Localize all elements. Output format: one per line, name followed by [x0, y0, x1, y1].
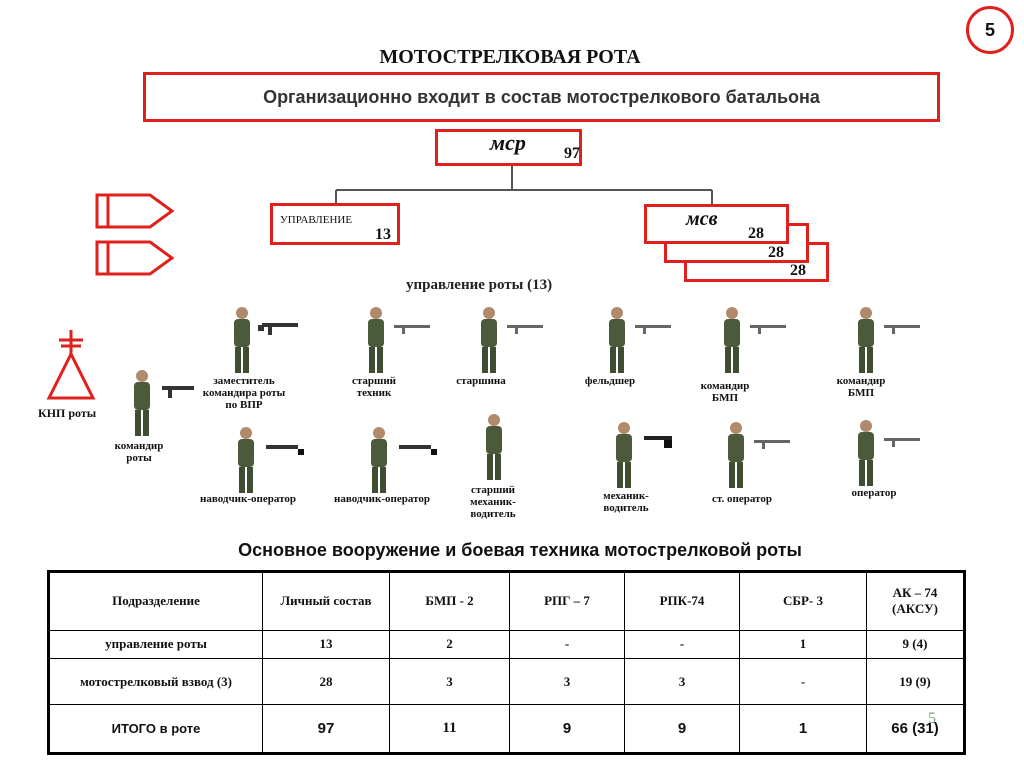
soldier-icon — [234, 307, 250, 373]
arrow-shape-2 — [97, 242, 172, 274]
table-total-row: ИТОГО в роте 97 11 9 9 1 66 (31) — [49, 705, 965, 754]
soldier-figure — [610, 420, 690, 495]
table-cell: - — [740, 658, 867, 705]
rifle-icon — [750, 325, 786, 334]
table-cell: 1 — [740, 705, 867, 754]
rifle-icon — [635, 325, 671, 334]
table-cell: 13 — [263, 630, 390, 658]
table-cell: 19 (9) — [867, 658, 965, 705]
table-cell: 2 — [390, 630, 510, 658]
platoon-label: мсв — [686, 208, 718, 231]
soldier-icon — [724, 307, 740, 373]
soldier-figure — [362, 305, 442, 380]
caption-driver: механик-водитель — [590, 490, 662, 514]
soldier-figure — [852, 418, 932, 493]
command-post-icon — [45, 330, 105, 405]
table-cell: управление роты — [49, 630, 263, 658]
rifle-icon — [394, 325, 430, 334]
soldier-icon — [486, 414, 502, 480]
header-cell: Личный состав — [263, 572, 390, 631]
rifle-icon — [258, 323, 298, 335]
caption-bmp-commander-2: командир БМП — [826, 375, 896, 399]
caption-senior-driver: старший механик-водитель — [455, 484, 531, 520]
soldier-figure — [475, 305, 555, 380]
soldier-figure — [480, 412, 540, 487]
caption-bmp-commander-1: командир БМП — [690, 380, 760, 404]
soldier-icon — [858, 307, 874, 373]
table-cell: 9 (4) — [867, 630, 965, 658]
soldier-icon — [371, 427, 387, 493]
table-cell: 3 — [625, 658, 740, 705]
caption-gunner-1: наводчик-оператор — [184, 493, 312, 505]
slide-number: 5 — [928, 710, 936, 728]
control-count: 13 — [375, 226, 391, 244]
table-cell: - — [510, 630, 625, 658]
table-cell: 1 — [740, 630, 867, 658]
caption-operator: оператор — [838, 487, 910, 499]
header-cell: БМП - 2 — [390, 572, 510, 631]
header-cell: АК – 74 (АКСУ) — [867, 572, 965, 631]
table-cell: 97 — [263, 705, 390, 754]
table-cell: мотострелковый взвод (3) — [49, 658, 263, 705]
platoon-count-3: 28 — [790, 262, 806, 280]
soldier-figure — [852, 305, 932, 380]
soldier-figure — [365, 425, 445, 500]
soldier-icon — [728, 422, 744, 488]
table-cell: 28 — [263, 658, 390, 705]
table-cell: 3 — [390, 658, 510, 705]
rifle-icon — [399, 445, 437, 455]
caption-senior-operator: ст. оператор — [704, 493, 780, 505]
soldier-figure — [228, 305, 308, 380]
arrow-shape-1 — [97, 195, 172, 227]
caption-deputy-commander: заместитель командира роты по ВПР — [196, 375, 292, 411]
soldier-figure — [718, 305, 798, 380]
soldier-icon — [616, 422, 632, 488]
header-cell: СБР- 3 — [740, 572, 867, 631]
table-header-row: Подразделение Личный состав БМП - 2 РПГ … — [49, 572, 965, 631]
rifle-icon — [507, 325, 543, 334]
caption-senior-technician: старший техник — [344, 375, 404, 399]
header-cell: Подразделение — [49, 572, 263, 631]
company-count: 97 — [564, 145, 580, 163]
soldier-icon — [238, 427, 254, 493]
table-cell: 3 — [510, 658, 625, 705]
header-cell: РПК-74 — [625, 572, 740, 631]
rifle-icon — [644, 436, 672, 448]
soldier-figure — [722, 420, 802, 495]
table-cell: 9 — [625, 705, 740, 754]
section-title: управление роты (13) — [406, 277, 552, 294]
table-cell: 11 — [390, 705, 510, 754]
soldier-figure — [232, 425, 312, 500]
control-label: УПРАВЛЕНИЕ — [280, 214, 352, 226]
rifle-icon — [884, 325, 920, 334]
soldier-icon — [481, 307, 497, 373]
rifle-icon — [266, 445, 304, 455]
rifle-icon — [754, 440, 790, 449]
table-cell: 66 (31) — [867, 705, 965, 754]
table-cell: - — [625, 630, 740, 658]
caption-sergeant-major: старшина — [446, 375, 516, 387]
table-title: Основное вооружение и боевая техника мот… — [120, 540, 920, 561]
platoon-count-2: 28 — [768, 244, 784, 262]
soldier-figure — [603, 305, 683, 380]
rifle-icon — [162, 386, 194, 398]
header-cell: РПГ – 7 — [510, 572, 625, 631]
table-cell: ИТОГО в роте — [49, 705, 263, 754]
company-label: мср — [490, 130, 526, 156]
command-post-label: КНП роты — [38, 407, 96, 419]
platoon-count-1: 28 — [748, 225, 764, 243]
table-row: мотострелковый взвод (3) 28 3 3 3 - 19 (… — [49, 658, 965, 705]
armament-table: Подразделение Личный состав БМП - 2 РПГ … — [47, 570, 966, 755]
table-cell: 9 — [510, 705, 625, 754]
rifle-icon — [884, 438, 920, 447]
soldier-icon — [858, 420, 874, 486]
caption-company-commander: командир роты — [104, 440, 174, 464]
table-row: управление роты 13 2 - - 1 9 (4) — [49, 630, 965, 658]
caption-medic: фельдшер — [575, 375, 645, 387]
soldier-icon — [368, 307, 384, 373]
soldier-icon — [134, 370, 150, 436]
caption-gunner-2: наводчик-оператор — [318, 493, 446, 505]
soldier-icon — [609, 307, 625, 373]
